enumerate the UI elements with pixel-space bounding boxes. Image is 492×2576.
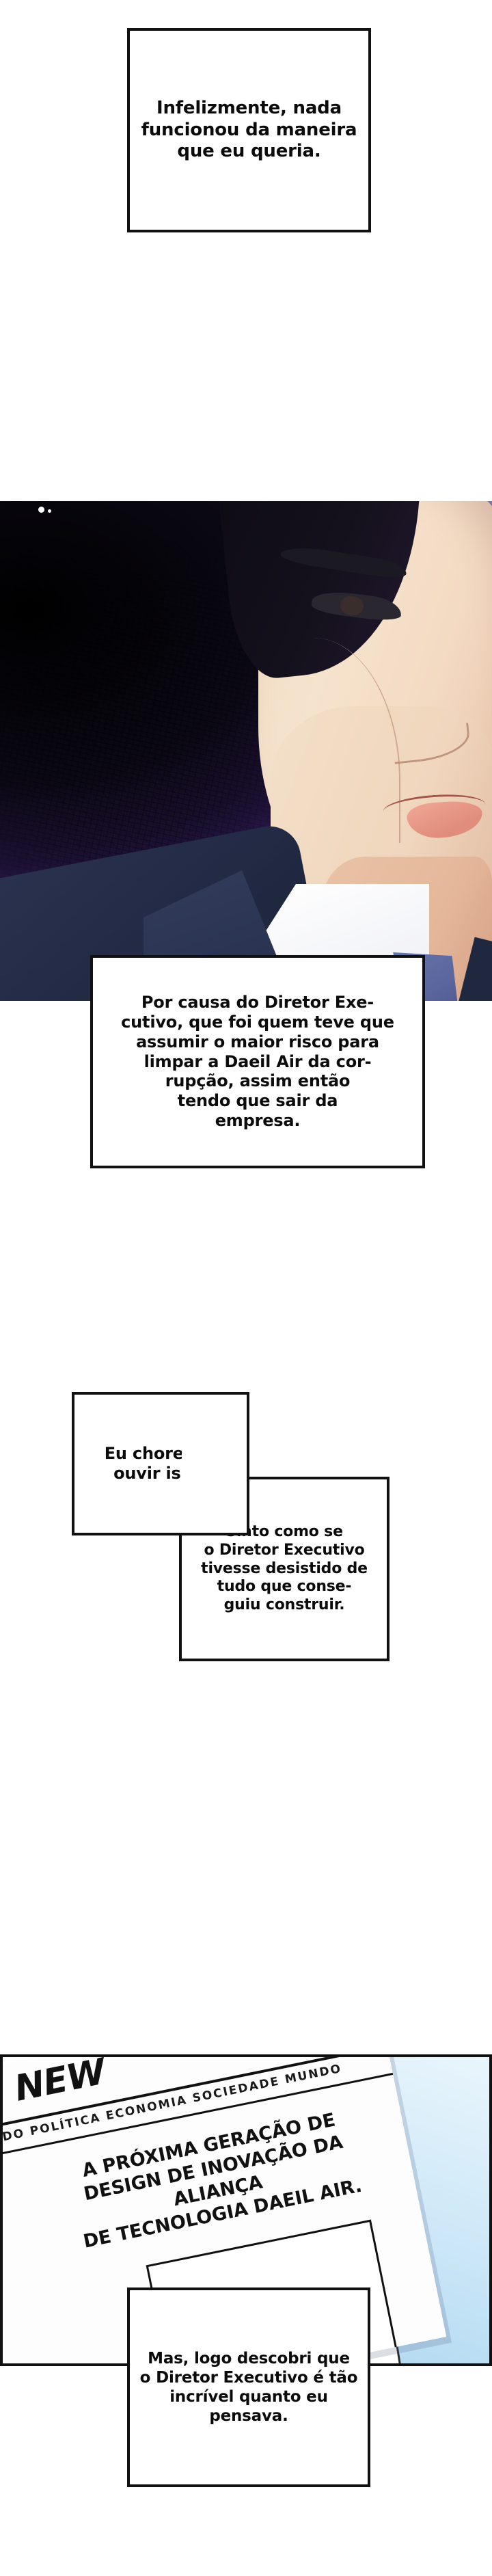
caption-seam-horizontal (74, 1479, 178, 1533)
caption-seam-vertical (182, 1395, 247, 1533)
caption-box-4: Sinto como se o Diretor Executivo tivess… (179, 1477, 390, 1661)
eye-highlight-icon (38, 507, 44, 513)
panel-ceo-closeup (0, 501, 492, 1001)
caption-box-1: Infelizmente, nada funcionou da maneira … (127, 28, 371, 232)
panel-newspaper: M NEW TUDO POLÍTICA ECONOMIA SOCIEDADE M… (0, 2054, 492, 2366)
caption-box-5: Mas, logo descobri que o Diretor Executi… (127, 2287, 370, 2487)
newspaper-masthead: M NEW (0, 2054, 109, 2119)
iris-shape (339, 595, 365, 617)
eye-highlight-small-icon (48, 509, 51, 513)
caption-box-2: Por causa do Diretor Exe- cutivo, que fo… (90, 955, 425, 1168)
